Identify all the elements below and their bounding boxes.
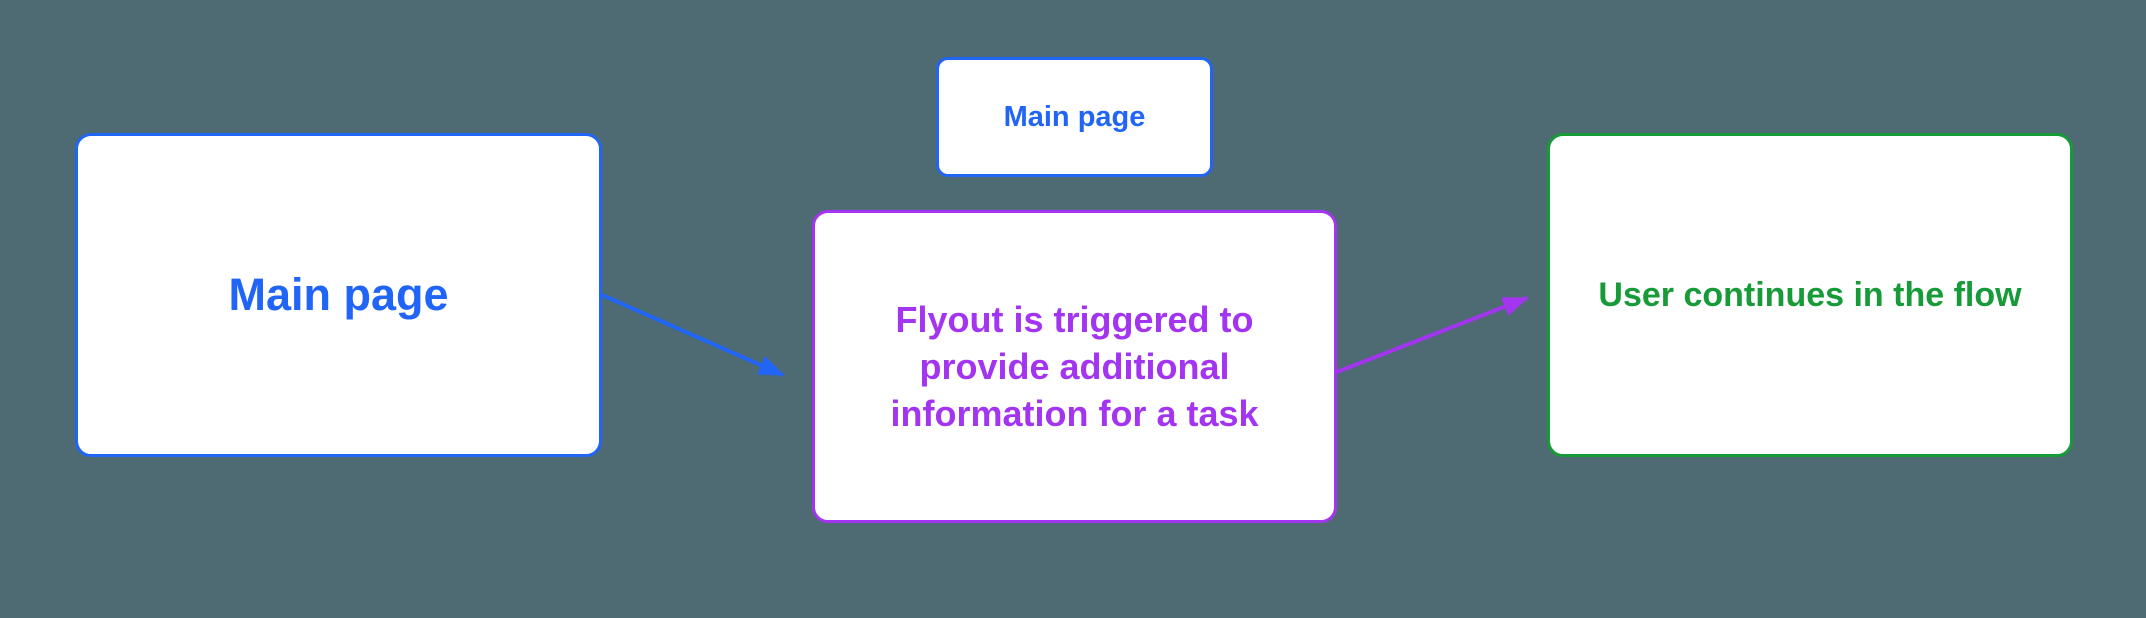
node-flyout-label: Flyout is triggered to provide additiona… (890, 299, 1259, 434)
node-main-page-label: Main page (228, 269, 449, 320)
node-user-continues: User continues in the flow (1547, 133, 2073, 457)
node-main-page: Main page (75, 133, 602, 457)
edge-main-to-flyout (601, 293, 785, 377)
edge-flyout-to-continue (1336, 296, 1529, 374)
node-flyout: Flyout is triggered to provide additiona… (812, 210, 1337, 523)
node-user-continues-label: User continues in the flow (1598, 275, 2022, 314)
node-main-page-mini: Main page (936, 57, 1213, 177)
node-main-page-mini-label: Main page (1003, 100, 1146, 133)
